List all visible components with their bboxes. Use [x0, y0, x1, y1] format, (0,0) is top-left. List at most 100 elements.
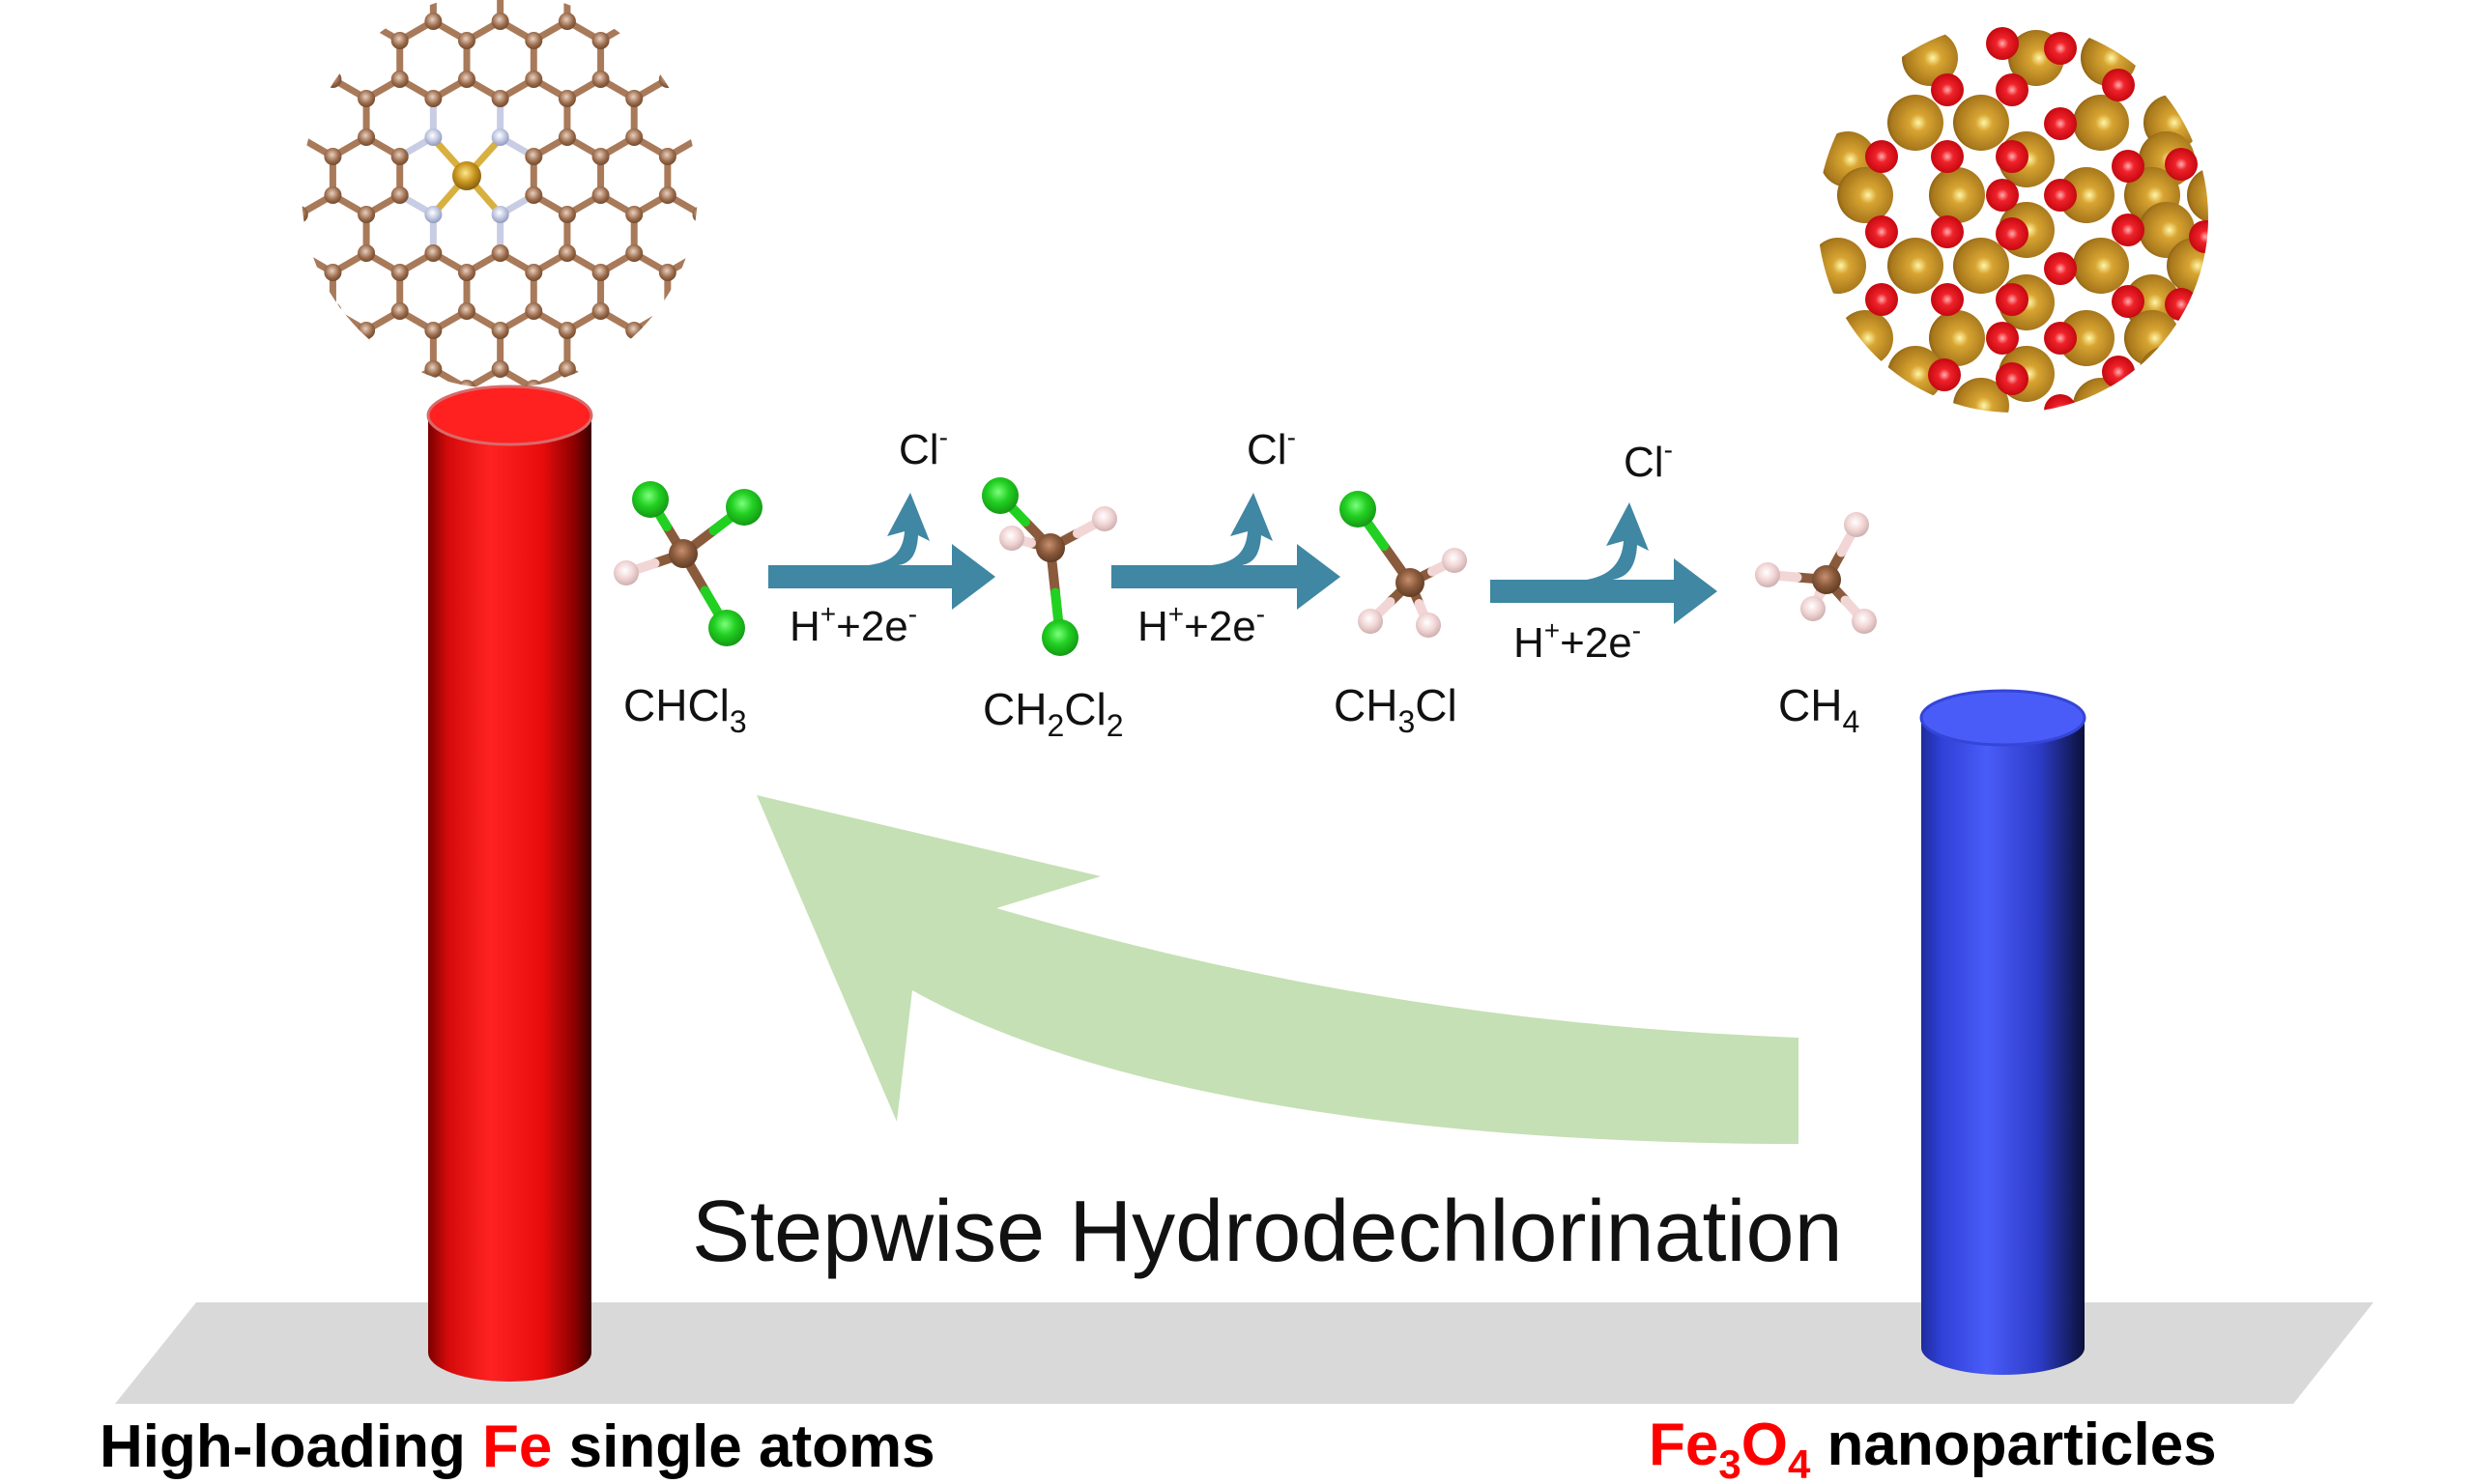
graphene-bond	[701, 369, 734, 388]
o-atom	[1931, 73, 1964, 106]
chloride-release-arrow	[1576, 502, 1649, 581]
hydrogen-atom	[1416, 613, 1441, 638]
carbon-atom	[525, 186, 543, 204]
fe-atom	[1837, 310, 1893, 366]
graphene-bond	[601, 485, 635, 504]
graphene-bond	[701, 79, 734, 99]
o-atom	[2189, 220, 2208, 253]
carbon-atom	[458, 264, 475, 281]
carbon-atom	[257, 186, 274, 204]
carbon-atom	[56, 418, 73, 436]
fe-atom	[1887, 95, 1943, 151]
graphene-bond	[364, 365, 402, 388]
carbon-atom	[157, 438, 174, 455]
graphene-bond	[768, 369, 802, 388]
graphene-bond	[632, 17, 670, 44]
carbon-atom	[726, 148, 743, 165]
fe-atom	[2187, 167, 2208, 223]
carbon-atom	[157, 360, 174, 378]
carbon-atom	[826, 90, 844, 107]
o-atom	[1865, 283, 1898, 316]
o-atom	[2044, 322, 2077, 355]
fe-atom	[1837, 167, 1893, 223]
carbon-atom	[124, 302, 141, 320]
graphene-bond	[300, 485, 333, 504]
carbon-atom	[56, 148, 73, 165]
carbon-atom	[726, 418, 743, 436]
carbon-atom	[625, 244, 644, 262]
fe-atom	[2073, 238, 2129, 294]
graphene-bond	[768, 195, 802, 214]
graphene-bond	[266, 369, 300, 388]
hydrogen-atom	[1852, 609, 1877, 634]
carbon-atom	[591, 380, 610, 388]
graphene-bond	[801, 195, 835, 214]
graphene-bond	[99, 427, 132, 446]
carbon-atom	[324, 496, 341, 513]
fe3o4-bar	[1919, 689, 2086, 1375]
carbon-atom	[558, 244, 576, 262]
graphene-bond	[165, 79, 199, 99]
carbon-atom	[157, 206, 174, 223]
carbon-atom	[760, 476, 777, 494]
carbon-atom	[658, 71, 676, 88]
carbon-atom	[302, 360, 308, 378]
nitrogen-atom	[424, 206, 443, 223]
o-atom	[1865, 140, 1898, 173]
carbon-atom	[826, 13, 844, 30]
carbon-atom	[692, 244, 698, 262]
graphene-bond	[233, 485, 267, 504]
carbon-atom	[692, 360, 698, 378]
carbon-atom	[291, 438, 308, 455]
carbon-atom	[692, 206, 698, 223]
graphene-bond	[99, 195, 132, 214]
carbon-atom	[190, 302, 208, 320]
carbon-atom	[424, 90, 443, 107]
carbon-atom	[90, 13, 107, 30]
graphene-bond	[233, 427, 267, 446]
carbon-atom	[358, 128, 376, 146]
carbon-atom	[257, 264, 274, 281]
graphene-bond	[199, 485, 233, 504]
carbon-atom	[625, 13, 644, 30]
graphene-bond	[701, 427, 734, 446]
graphene-bond	[99, 369, 132, 388]
graphene-bond	[132, 253, 166, 272]
carbon-atom	[558, 90, 576, 107]
graphene-bond	[768, 137, 802, 157]
carbon-atom	[826, 360, 844, 378]
graphene-bond	[132, 195, 166, 214]
carbon-atom	[826, 438, 844, 455]
carbon-atom	[257, 148, 274, 165]
fe-atom	[2139, 346, 2195, 402]
carbon-atom	[56, 264, 73, 281]
hydrogen-atom	[614, 560, 639, 585]
hydrogen-atom	[1755, 562, 1780, 587]
carbon-atom	[692, 128, 698, 146]
carbon-atom	[190, 186, 208, 204]
o-atom	[1865, 215, 1898, 248]
carbon-atom	[157, 322, 174, 339]
graphene-bond	[666, 307, 698, 334]
graphene-bond	[165, 253, 199, 272]
graphene-bond	[701, 137, 734, 157]
carbon-atom	[424, 322, 443, 339]
carbon-atom	[302, 244, 308, 262]
o-atom	[1986, 27, 2019, 60]
graphene-bond	[199, 253, 233, 272]
carbon-atom	[658, 380, 676, 388]
carbon-atom	[190, 71, 208, 88]
graphene-bond	[734, 311, 768, 330]
carbon-atom	[424, 13, 443, 30]
graphene-bond	[598, 365, 636, 388]
carbon-atom	[558, 206, 576, 223]
carbon-atom	[90, 128, 107, 146]
carbon-atom	[124, 71, 141, 88]
carbon-atom	[658, 264, 676, 281]
carbon-atom	[224, 90, 242, 107]
graphene-bond	[132, 79, 166, 99]
carbon-atom	[760, 438, 777, 455]
graphene-bond	[302, 365, 335, 388]
carbon-atom	[190, 148, 208, 165]
carbon-atom	[56, 380, 73, 397]
